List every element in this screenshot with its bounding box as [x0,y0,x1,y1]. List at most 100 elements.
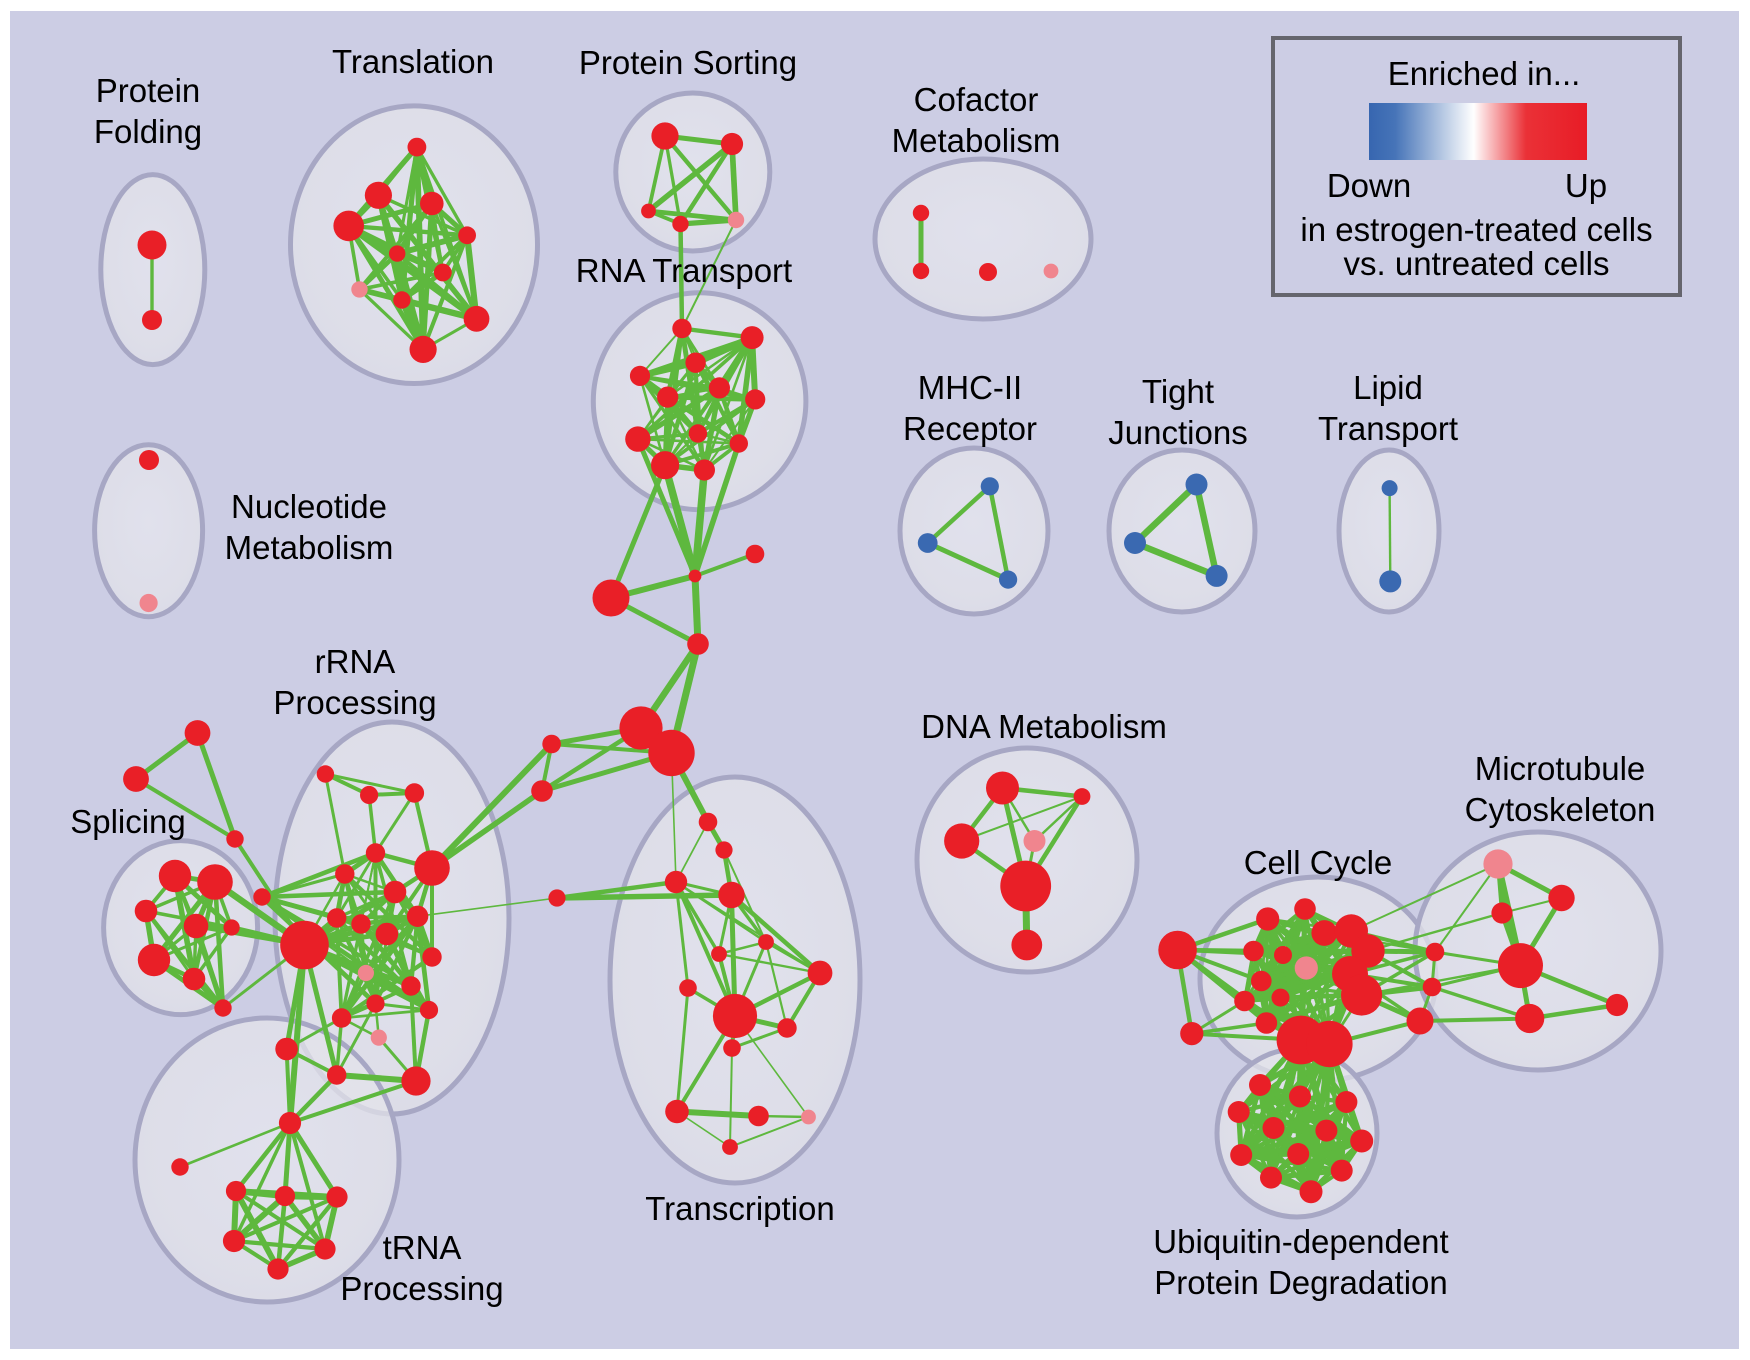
node[interactable] [197,864,233,900]
node[interactable] [414,850,450,886]
node[interactable] [333,210,365,242]
node[interactable] [1262,1117,1285,1139]
node[interactable] [1251,970,1272,992]
node[interactable] [335,864,355,884]
node[interactable] [1011,929,1043,961]
node[interactable] [327,1065,347,1085]
node[interactable] [422,947,442,967]
node[interactable] [137,230,167,260]
node[interactable] [401,976,421,996]
node[interactable] [1185,473,1208,496]
node[interactable] [1294,956,1318,980]
node[interactable] [314,1238,336,1260]
node[interactable] [1256,907,1280,931]
node[interactable] [142,310,162,330]
node[interactable] [1271,988,1290,1007]
node[interactable] [979,263,997,281]
node[interactable] [1243,940,1264,962]
node[interactable] [409,335,437,363]
node[interactable] [629,365,651,386]
node[interactable] [1260,1166,1282,1189]
node[interactable] [1274,946,1292,964]
node[interactable] [1315,1119,1338,1142]
node[interactable] [1158,930,1197,970]
node[interactable] [1294,898,1316,920]
node[interactable] [619,706,663,750]
node[interactable] [365,843,386,863]
node[interactable] [657,386,679,408]
node[interactable] [1287,1143,1310,1165]
node[interactable] [748,1105,769,1127]
node[interactable] [740,326,764,350]
node[interactable] [542,734,561,754]
node[interactable] [1289,1085,1311,1108]
node[interactable] [253,888,271,906]
node[interactable] [807,960,833,986]
node[interactable] [1491,902,1513,924]
node[interactable] [698,812,718,832]
node[interactable] [688,569,702,583]
node[interactable] [651,122,679,150]
node[interactable] [1381,480,1398,497]
node[interactable] [1341,974,1383,1016]
node[interactable] [641,203,656,219]
node[interactable] [1422,977,1442,997]
node[interactable] [401,1066,431,1096]
node[interactable] [1425,942,1445,962]
node[interactable] [406,905,429,927]
node[interactable] [280,920,329,970]
node[interactable] [777,1018,797,1038]
node[interactable] [370,1029,387,1046]
node[interactable] [1335,1091,1358,1113]
node[interactable] [651,451,680,480]
node[interactable] [685,352,706,373]
node[interactable] [1230,1144,1253,1166]
node[interactable] [672,215,689,233]
node[interactable] [648,729,695,777]
node[interactable] [1227,1101,1250,1123]
node[interactable] [801,1109,816,1125]
node[interactable] [225,1180,247,1202]
node[interactable] [1483,849,1513,879]
node[interactable] [139,593,158,613]
node[interactable] [393,291,411,309]
node[interactable] [1379,570,1402,593]
node[interactable] [275,1037,298,1061]
node[interactable] [1043,263,1059,279]
node[interactable] [419,1000,439,1020]
node[interactable] [1205,564,1228,587]
node[interactable] [171,1158,189,1176]
node[interactable] [548,889,566,907]
node[interactable] [223,919,240,936]
node[interactable] [986,771,1019,805]
node[interactable] [123,766,149,792]
node[interactable] [980,477,999,496]
node[interactable] [917,533,938,553]
node[interactable] [672,318,692,339]
node[interactable] [360,785,379,805]
node[interactable] [184,720,211,746]
node[interactable] [720,132,744,156]
node[interactable] [331,1008,352,1028]
node[interactable] [463,305,490,332]
node[interactable] [1330,1159,1353,1182]
node[interactable] [944,823,980,859]
node[interactable] [1350,1129,1374,1153]
node[interactable] [1255,1012,1278,1034]
node[interactable] [711,946,727,962]
node[interactable] [404,783,425,803]
node[interactable] [1498,943,1543,989]
node[interactable] [327,908,347,928]
node[interactable] [420,191,444,216]
node[interactable] [758,934,774,950]
node[interactable] [1124,532,1146,554]
node[interactable] [688,424,708,443]
node[interactable] [267,1258,289,1280]
node[interactable] [351,281,368,298]
node[interactable] [1180,1022,1204,1046]
node[interactable] [214,999,232,1017]
node[interactable] [592,579,630,617]
node[interactable] [1406,1007,1434,1035]
node[interactable] [364,181,392,209]
node[interactable] [274,1185,296,1207]
